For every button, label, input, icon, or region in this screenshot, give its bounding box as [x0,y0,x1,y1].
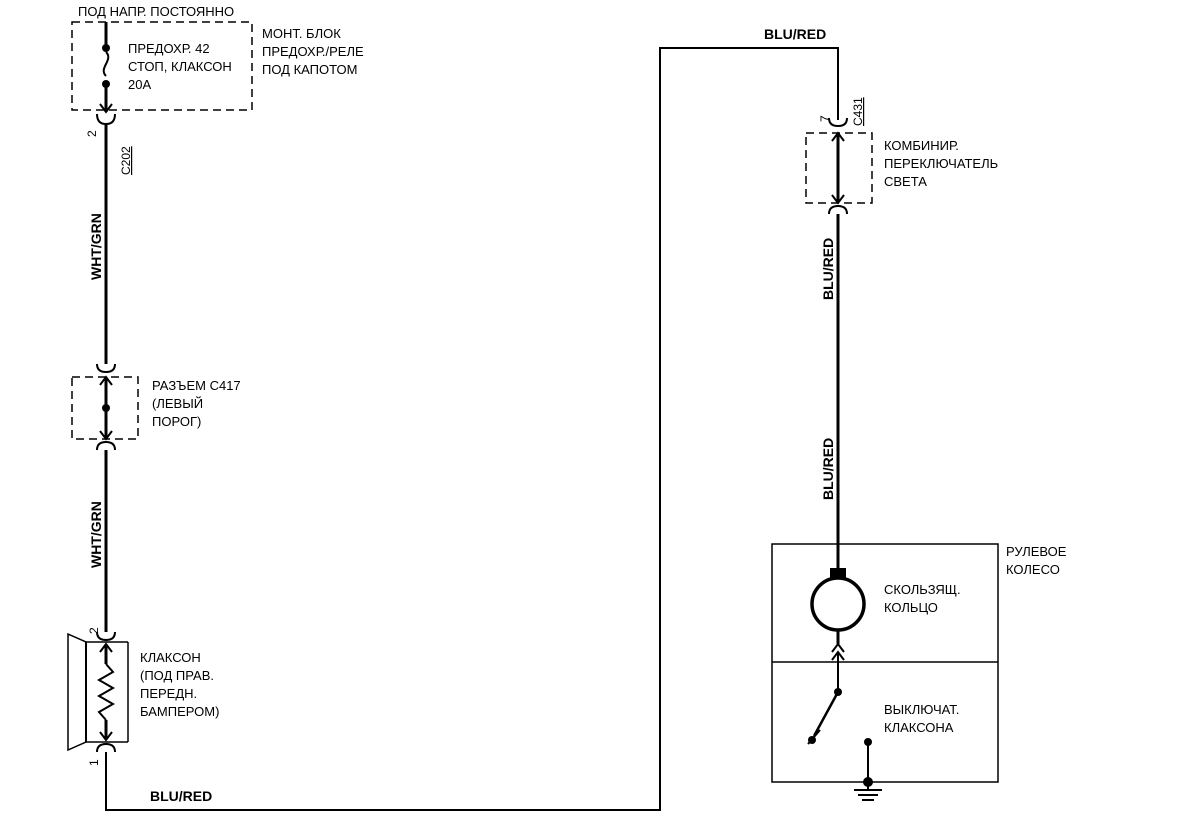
fuse-icon [99,22,113,114]
slip-ring-label-1: СКОЛЬЗЯЩ. [884,582,961,597]
combo-switch-label-2: ПЕРЕКЛЮЧАТЕЛЬ [884,156,998,171]
horn-pin-bottom: 1 [87,759,101,766]
power-label: ПОД НАПР. ПОСТОЯННО [78,4,234,19]
ground-icon [854,777,882,801]
horn-label-3: ПЕРЕДН. [140,686,197,701]
wire-blu-red-loop [105,47,839,811]
wire-label-wht-grn-lower: WHT/GRN [88,501,104,568]
steering-label-2: КОЛЕСО [1006,562,1060,577]
horn-pin-top: 2 [87,627,101,634]
fuse-box-outline [71,21,253,111]
wire-label-blu-red-right-upper: BLU/RED [820,238,836,300]
c417-label-3: ПОРОГ) [152,414,201,429]
fuse-label-3: 20А [128,77,151,92]
horn-icon [67,631,129,753]
horn-label-2: (ПОД ПРАВ. [140,668,214,683]
fuse-label-1: ПРЕДОХР. 42 [128,41,210,56]
c417-connector [71,363,139,451]
steering-label-1: РУЛЕВОЕ [1006,544,1067,559]
combo-switch-label-3: СВЕТА [884,174,927,189]
slip-ring-label-2: КОЛЬЦО [884,600,938,615]
horn-switch-label-1: ВЫКЛЮЧАТ. [884,702,959,717]
fuse-box-label-3: ПОД КАПОТОМ [262,62,357,77]
slip-ring-icon [810,568,866,661]
combo-switch-label-1: КОМБИНИР. [884,138,959,153]
c202-id: C202 [119,146,133,175]
wire-label-blu-red-bottom: BLU/RED [150,788,212,804]
horn-label-1: КЛАКСОН [140,650,201,665]
horn-label-4: БАМПЕРОМ) [140,704,219,719]
c202-pin: 2 [85,130,99,137]
fuse-label-2: СТОП, КЛАКСОН [128,59,232,74]
c417-label-2: (ЛЕВЫЙ [152,396,203,411]
wire-label-blu-red-right-lower: BLU/RED [820,438,836,500]
horn-switch-icon [807,652,872,778]
steering-wheel-box [771,543,999,783]
fuse-box-label-2: ПРЕДОХР./РЕЛЕ [262,44,364,59]
c431-pin: 7 [818,115,832,122]
wire-label-blu-red-top: BLU/RED [764,26,826,42]
fuse-box-label-1: МОНТ. БЛОК [262,26,341,41]
c431-connector [805,117,873,215]
c202-connector [96,113,116,126]
horn-switch-label-2: КЛАКСОНА [884,720,954,735]
c417-label-1: РАЗЪЕМ C417 [152,378,241,393]
wire-label-wht-grn-upper: WHT/GRN [88,213,104,280]
c431-id: C431 [851,97,865,126]
